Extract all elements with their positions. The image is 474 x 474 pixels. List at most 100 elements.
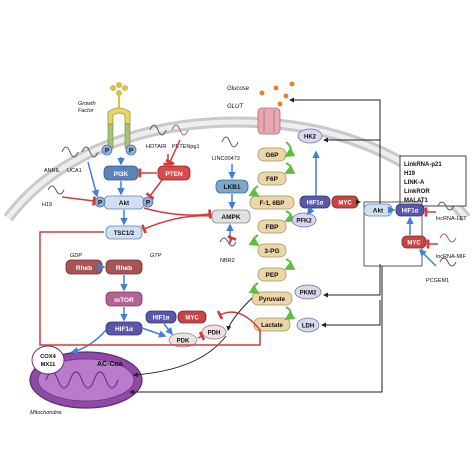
- growth-factor-label-1: Growth: [78, 101, 96, 107]
- rheb-gtp-label: Rheb: [116, 265, 132, 272]
- inhibition-lines: [39, 139, 438, 346]
- lactate-node: [253, 317, 291, 332]
- h19-rna-icon: [47, 185, 65, 195]
- hif1a-label-center: HIF1α: [153, 316, 170, 322]
- linc00473-label: LINC00473: [212, 156, 240, 162]
- growth-factor-ligand: [110, 82, 128, 108]
- lkb1-node: [215, 179, 249, 194]
- pdh-label: PDH: [208, 331, 221, 337]
- lncrna-mif-icon: [439, 233, 457, 243]
- linc00473-rna-icon: [221, 136, 239, 148]
- pep-label: PEP: [265, 272, 279, 279]
- uca1-label: UCA1: [67, 168, 82, 174]
- glycolysis-column: G6P F6P F-1, 6BP FBP 3-PG PEP Pyruvate L…: [249, 147, 295, 332]
- pg3-label: 3-PG: [264, 248, 279, 255]
- nbr2-label: NBR2: [220, 258, 235, 264]
- glucose-dots: [259, 81, 295, 107]
- pg3-node: [257, 243, 287, 258]
- growth-factor-label-2: Factor: [78, 108, 95, 114]
- lkb1-label: LKB1: [224, 184, 241, 191]
- g6p-label: G6P: [265, 152, 279, 159]
- lnc-box-item-1: LinkRNA-p21: [404, 162, 442, 168]
- pkm2-node: [294, 284, 322, 300]
- akt-label: Akt: [119, 200, 130, 207]
- fbp-label: FBP: [266, 224, 280, 231]
- mtor-label: mTOR: [114, 297, 134, 304]
- feedback-arrows: [129, 97, 383, 395]
- lactate-label: Lactate: [261, 322, 283, 329]
- glut-label: GLUT: [227, 104, 244, 110]
- hk2-node: [297, 128, 323, 144]
- h19-label: H19: [42, 202, 52, 208]
- lnc-box-item-5: MALAT1: [404, 198, 429, 204]
- pdk-label: PDK: [177, 339, 190, 345]
- myc-node-center: [177, 310, 207, 324]
- akt-label-right: Akt: [373, 208, 384, 215]
- activation-arrows: [70, 150, 437, 355]
- mtor-node: [105, 291, 143, 307]
- lncrna-mif-label: lncRNA-MIF: [436, 254, 467, 260]
- pcgem1-icon: [439, 257, 457, 267]
- glycolysis-arrows: [248, 141, 296, 321]
- anril-label: ANRIL: [44, 168, 60, 174]
- akt-p-left-label: P: [98, 200, 103, 207]
- pcgem1-label: PCGEM1: [426, 278, 449, 284]
- hif1a-node-right: [395, 203, 425, 217]
- pkm2-label: PKM2: [300, 291, 317, 297]
- pten-label: PTEN: [165, 171, 183, 178]
- receptor-phospho-left: [101, 144, 113, 156]
- pi3k-node: [103, 165, 139, 181]
- ldh-label: LDH: [302, 324, 314, 330]
- uca1-rna-icon: [81, 146, 99, 158]
- gtp-label: GTP: [150, 253, 162, 259]
- receptor-phospho-right: [125, 144, 137, 156]
- ldh-node: [296, 317, 320, 333]
- pyruvate-label: Pyruvate: [259, 296, 286, 303]
- hk2-label: HK2: [304, 135, 317, 141]
- akt-p-right-label: P: [146, 200, 151, 207]
- nbr2-rna-icon: [219, 237, 237, 247]
- lncrna-let-icon: [437, 201, 455, 211]
- lnc-box-item-3: LINK-A: [404, 180, 425, 186]
- f6p-label: F6P: [266, 176, 279, 183]
- gdp-label: GDP: [70, 253, 82, 259]
- lnc-box-item-4: LinkROR: [404, 189, 430, 195]
- lncrna-list-box: [399, 155, 467, 207]
- myc-label-right: MYC: [407, 241, 421, 247]
- hif1a-node-glycolysis: [299, 195, 331, 209]
- glucose-label: Glucose: [227, 86, 250, 92]
- ampk-label: AMPK: [221, 214, 240, 221]
- hif1a-label-glycolysis: HIF1α: [307, 201, 324, 207]
- cox4-mxi1-bubble: [31, 345, 65, 375]
- pdk-node: [168, 332, 198, 348]
- pten-node: [157, 165, 191, 181]
- hif1a-label-lower: HIF1α: [115, 326, 133, 333]
- fbp-node: [257, 219, 287, 234]
- tsc-label: TSC1/2: [114, 231, 135, 237]
- hotair-rna-icon: [149, 124, 167, 136]
- myc-label-center: MYC: [185, 316, 199, 322]
- hotair-label: HOTAIR: [146, 144, 166, 150]
- f16bp-label: F-1, 6BP: [260, 200, 285, 207]
- glut-transporter: [257, 107, 281, 135]
- p-label-right: P: [129, 148, 134, 155]
- lnc-box-item-2: H19: [404, 171, 416, 177]
- cox4-label: COX4: [40, 354, 57, 360]
- rheb-gtp-node: [105, 259, 143, 275]
- pfk2-node: [291, 212, 317, 228]
- pi3k-label: PI3K: [114, 171, 129, 178]
- f16bp-node: [249, 195, 295, 210]
- hif1a-node-center: [145, 310, 177, 324]
- acetyl-coa-label: AC-Coa: [97, 361, 123, 368]
- hif1a-label-right: HIF1α: [402, 209, 419, 215]
- right-akt-hif-frame: [363, 201, 423, 267]
- myc-label-glycolysis: MYC: [338, 201, 352, 207]
- rheb-gdp-label: Rheb: [76, 265, 92, 272]
- p-label-left: P: [105, 148, 110, 155]
- anril-rna-icon: [61, 146, 79, 158]
- lncrna-let-label: lncRNA-LET: [436, 216, 467, 222]
- mitochondria-label: Mitochondria: [30, 410, 62, 416]
- ampk-node: [211, 209, 251, 224]
